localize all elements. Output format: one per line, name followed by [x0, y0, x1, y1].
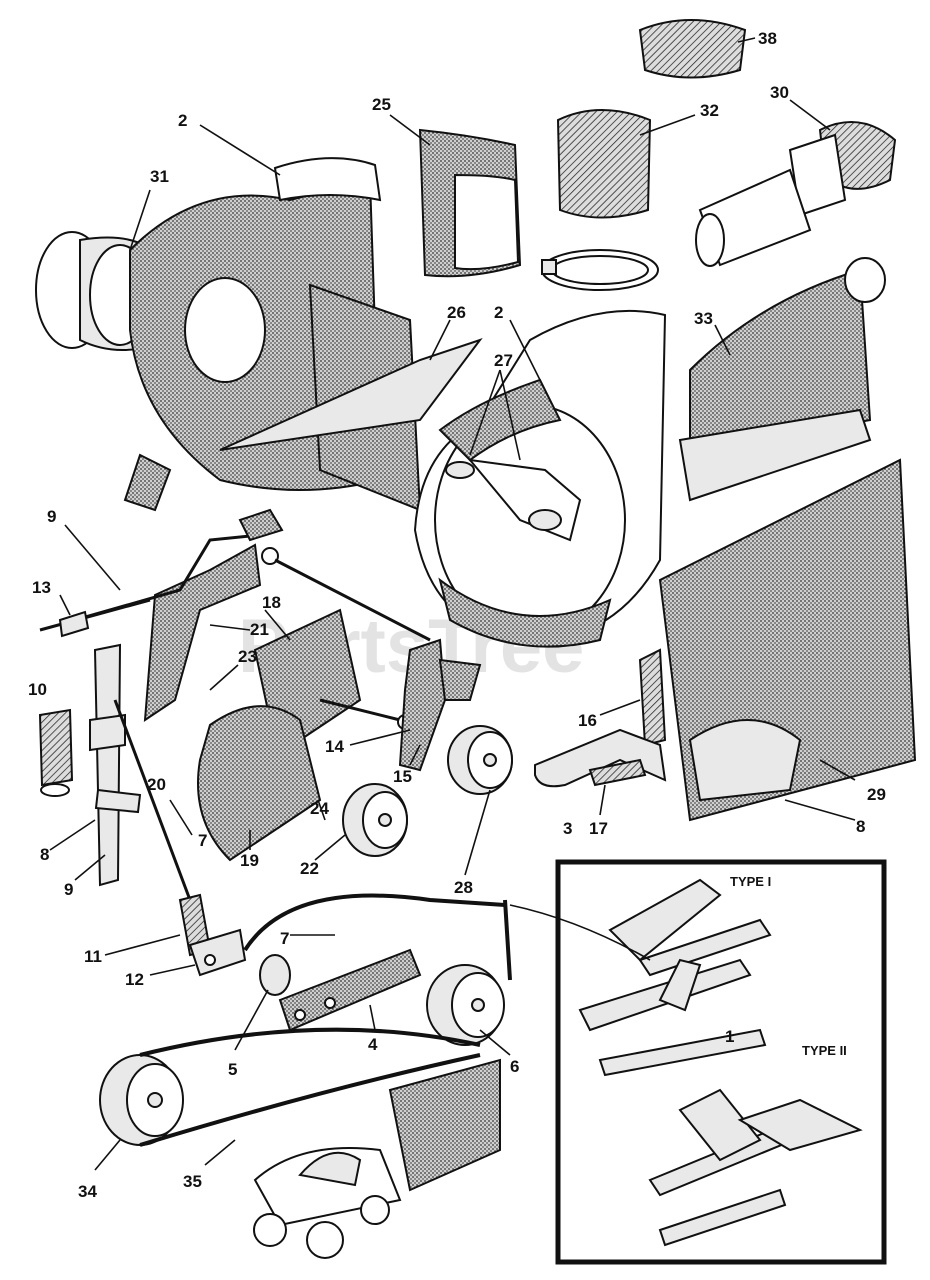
callout-labels: 38 30 25 32 2 31 26 2 27 33 9 13 18 21 2…: [28, 29, 886, 1201]
callout-8-left: 8: [40, 845, 49, 864]
callout-27: 27: [494, 351, 513, 370]
callout-9-lower: 9: [64, 880, 73, 899]
callout-12: 12: [125, 970, 144, 989]
idler-arm-part-4: [278, 948, 422, 1032]
callout-1: 1: [725, 1027, 734, 1046]
callout-6: 6: [510, 1057, 519, 1076]
callout-38: 38: [758, 29, 777, 48]
callout-31: 31: [150, 167, 169, 186]
spring-part-11: [113, 699, 212, 957]
callout-7-lower: 7: [280, 929, 289, 948]
bracket-part-3: [534, 728, 667, 788]
callout-34: 34: [78, 1182, 97, 1201]
callout-26: 26: [447, 303, 466, 322]
hose-part-32: [556, 109, 652, 219]
callout-25: 25: [372, 95, 391, 114]
callout-2-top: 2: [178, 111, 187, 130]
spacer-part-5: [259, 954, 291, 996]
tie-rod-part-13: [39, 598, 151, 638]
leader-lines: [49, 37, 856, 1171]
callout-23: 23: [238, 647, 257, 666]
lever-part-8: [89, 643, 142, 887]
pulley-part-28: [447, 725, 513, 795]
link-rod: [274, 558, 431, 642]
callout-14: 14: [325, 737, 344, 756]
callout-4: 4: [368, 1035, 378, 1054]
callout-32: 32: [700, 101, 719, 120]
bracket-part-18: [197, 608, 413, 862]
callout-15: 15: [393, 767, 412, 786]
callout-30: 30: [770, 83, 789, 102]
arm-part-21: [74, 508, 284, 722]
screen-part-25: [418, 128, 522, 278]
callout-22: 22: [300, 859, 319, 878]
leader-28-inset: [509, 904, 651, 961]
callout-13: 13: [32, 578, 51, 597]
callout-5: 5: [228, 1060, 237, 1079]
callout-21: 21: [250, 620, 269, 639]
callout-18: 18: [262, 593, 281, 612]
bracket-part-12: [188, 928, 247, 977]
inset-type2-label: TYPE II: [802, 1043, 847, 1058]
pulley-part-22: [342, 783, 408, 857]
bracket-part-15: [398, 638, 482, 772]
chute-part-33: [678, 257, 886, 502]
callout-33: 33: [694, 309, 713, 328]
tractor-illustration: [253, 1058, 501, 1259]
callout-8-right: 8: [856, 817, 865, 836]
spring-part-10: [38, 708, 74, 797]
callout-11: 11: [84, 947, 102, 966]
inset-type1-label: TYPE I: [730, 874, 771, 889]
clamp-band: [541, 249, 659, 291]
spring-part-16: [638, 648, 667, 747]
control-cable: [243, 893, 506, 952]
hose-part-38: [638, 19, 747, 79]
vertical-belt: [503, 899, 512, 981]
blower-housing-left: [35, 157, 483, 512]
callout-3: 3: [563, 819, 572, 838]
callout-10: 10: [28, 680, 47, 699]
callout-7-upper: 7: [198, 831, 207, 850]
callout-29: 29: [867, 785, 886, 804]
callout-16: 16: [578, 711, 597, 730]
callout-35: 35: [183, 1172, 202, 1191]
drive-belt-lower: [139, 1053, 481, 1147]
callout-17: 17: [589, 819, 608, 838]
callout-20: 20: [147, 775, 166, 794]
blower-housing-center: [413, 309, 667, 648]
drive-belt-upper: [139, 1027, 481, 1057]
callout-2-center: 2: [494, 303, 503, 322]
pulley-part-6: [426, 964, 505, 1046]
adapter-part-30: [695, 121, 897, 267]
hood-part-29: [658, 458, 917, 822]
callout-24: 24: [310, 799, 329, 818]
callout-28: 28: [454, 878, 473, 897]
callout-19: 19: [240, 851, 259, 870]
inset-box: [555, 859, 887, 1265]
pulley-part-34: [99, 1054, 184, 1146]
callout-9-top: 9: [47, 507, 56, 526]
